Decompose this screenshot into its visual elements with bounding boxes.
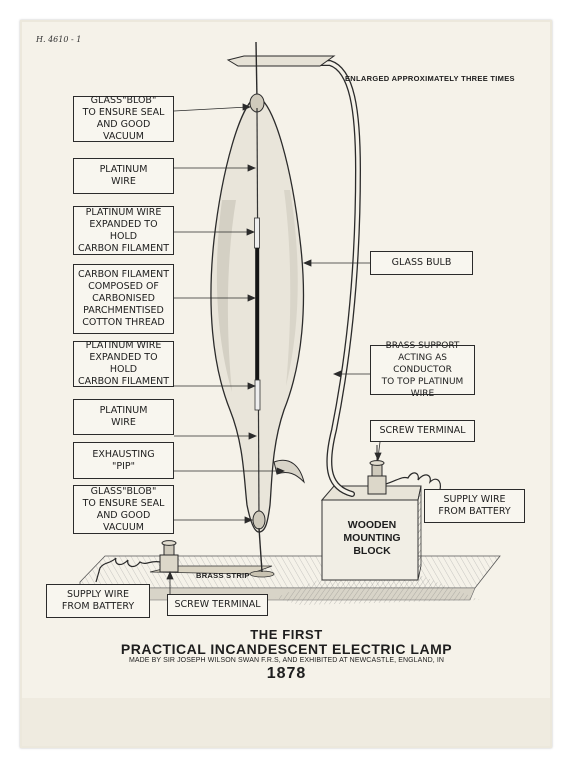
bottom-wire [258,527,263,573]
label-platinum-wire-top: PLATINUM WIRE [73,158,174,194]
wooden-block-front [321,499,419,581]
label-exhausting-pip: EXHAUSTING "PIP" [73,442,174,479]
label-glass-blob-top: GLASS"BLOB" TO ENSURE SEAL AND GOOD VACU… [73,95,174,142]
wooden-block-shadow [275,575,480,605]
label-platinum-wire-expanded-bottom: PLATINUM WIRE EXPANDED TO HOLD CARBON FI… [73,340,174,387]
right-supply-wire [385,472,445,501]
label-glass-blob-bottom: GLASS"BLOB" TO ENSURE SEAL AND GOOD VACU… [73,485,174,534]
label-brass-support: BRASS SUPPORT ACTING AS CONDUCTOR TO TOP… [370,341,475,399]
leader-lines [97,103,442,596]
label-glass-bulb: GLASS BULB [370,251,473,275]
carbon-filament-shape [255,248,260,380]
label-platinum-wire-bottom: PLATINUM WIRE [73,399,174,435]
reference-number: H. 4610 - 1 [36,35,82,44]
bulb-shading [216,200,236,392]
support-top-plate [226,55,336,67]
exhausting-pip-shape [273,459,305,484]
right-terminal-base [367,475,387,495]
label-supply-wire-right: SUPPLY WIRE FROM BATTERY [424,489,525,523]
left-terminal-base [159,554,179,573]
label-supply-wire-left: SUPPLY WIRE FROM BATTERY [46,584,150,618]
title-line-2: PRACTICAL INCANDESCENT ELECTRIC LAMP [120,641,453,657]
top-wire [255,41,258,101]
label-carbon-filament: CARBON FILAMENT COMPOSED OF CARBONISED P… [73,264,174,334]
label-brass-strip: BRASS STRIP [196,571,250,580]
title-line-1: THE FIRST [250,627,323,642]
wooden-block-side [417,485,422,581]
filament-holder-top [254,217,260,249]
glass-blob-bottom-shape [252,510,266,530]
label-screw-terminal-left: SCREW TERMINAL [167,594,268,616]
scale-note: ENLARGED APPROXIMATELY THREE TIMES [345,74,515,83]
year: 1878 [266,665,307,682]
label-platinum-wire-expanded-top: PLATINUM WIRE EXPANDED TO HOLD CARBON FI… [73,206,174,255]
label-screw-terminal-right: SCREW TERMINAL [370,420,475,442]
credit-line: MADE BY SIR JOSEPH WILSON SWAN F.R.S, AN… [128,657,445,664]
bottom-margin-strip [22,698,550,746]
label-wooden-block: WOODEN MOUNTING BLOCK [343,519,401,557]
left-supply-wire [95,557,161,583]
filament-holder-bottom [254,379,261,411]
